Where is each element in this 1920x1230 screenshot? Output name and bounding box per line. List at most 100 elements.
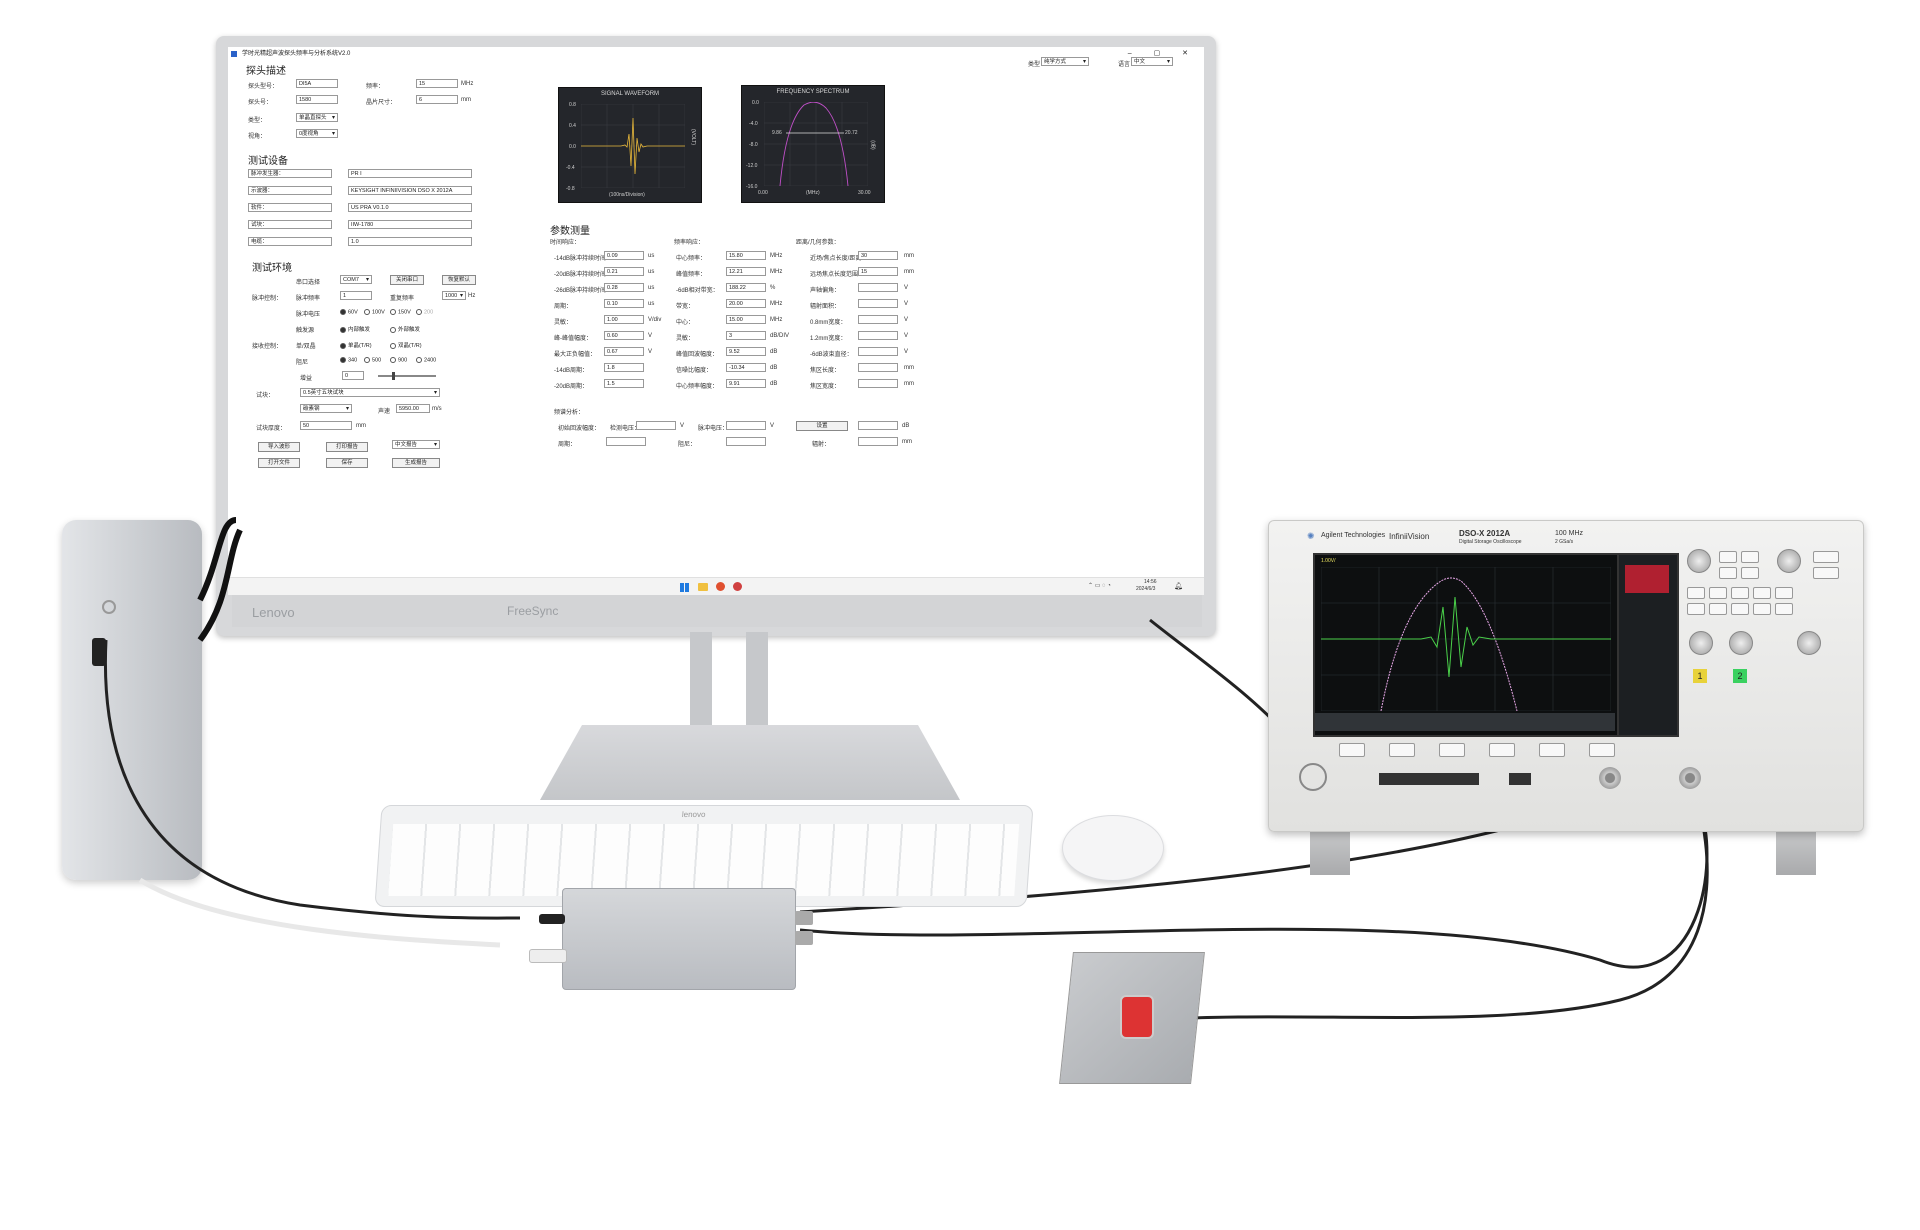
thickness-field[interactable]: 50 [300,421,352,430]
gain-slider[interactable] [378,372,436,380]
probe-type-select[interactable]: 单晶直探头 [296,113,338,122]
distance-param-value[interactable] [858,315,898,324]
probe-serial-field[interactable]: 1580 [296,95,338,104]
crystal-size-field[interactable]: 6 [416,95,458,104]
voltage-60v-radio[interactable]: 60V [340,309,358,315]
gain-slider-handle[interactable] [392,372,395,380]
distance-param-value[interactable] [858,347,898,356]
softkey-4[interactable] [1489,743,1515,757]
probe-view-select[interactable]: 0度视角 [296,129,338,138]
scope-button[interactable] [1775,603,1793,615]
scope-button[interactable] [1687,603,1705,615]
language-select[interactable]: 中文 [1131,57,1173,66]
print-report-button[interactable]: 打印报告 [326,442,368,452]
equipment-value-0[interactable]: PR I [348,169,472,178]
report-lang-select[interactable]: 中文报告 [392,440,440,449]
horizontal-knob[interactable] [1687,549,1711,573]
scope-button[interactable] [1687,587,1705,599]
ch1-scale-knob[interactable] [1689,631,1713,655]
distance-param-value[interactable]: 30 [858,251,898,260]
close-port-button[interactable]: 关闭串口 [390,275,424,285]
scope-power-icon[interactable] [1299,763,1327,791]
save-button[interactable]: 保存 [326,458,368,468]
settings-button[interactable]: 设置 [796,421,848,431]
softkey-5[interactable] [1539,743,1565,757]
velocity-field[interactable]: 5950.00 [396,404,430,413]
distance-param-value[interactable] [858,363,898,372]
damping-340-radio[interactable]: 340 [340,357,357,363]
radiation-field[interactable] [858,437,898,446]
extra-db-field[interactable] [858,421,898,430]
time-param-value[interactable]: 0.10 [604,299,644,308]
generate-report-button[interactable]: 生成报告 [392,458,440,468]
file-explorer-icon[interactable] [698,583,708,591]
scope-button[interactable] [1709,587,1727,599]
time-param-value[interactable]: 1.8 [604,363,644,372]
scope-button[interactable] [1753,587,1771,599]
power-button-icon[interactable] [102,600,116,614]
app-icon-1[interactable] [716,582,725,591]
freq-param-value[interactable]: 9.52 [726,347,766,356]
notification-bell-icon[interactable]: 🔔︎ [1174,583,1183,590]
app-icon-2[interactable] [733,582,742,591]
freq-param-value[interactable]: 188.22 [726,283,766,292]
equipment-value-4[interactable]: 1.0 [348,237,472,246]
time-param-value[interactable]: 0.09 [604,251,644,260]
softkey-2[interactable] [1389,743,1415,757]
damping-900-radio[interactable]: 900 [390,357,407,363]
rep-rate-select[interactable]: 1000 [442,291,466,300]
scope-button[interactable] [1731,587,1749,599]
material-select[interactable]: 碳素钢 [300,404,352,413]
equipment-value-1[interactable]: KEYSIGHT INFINIIVISION DSO X 2012A [348,186,472,195]
damping-500-radio[interactable]: 500 [364,357,381,363]
time-param-value[interactable]: 0.60 [604,331,644,340]
damping-2400-radio[interactable]: 2400 [416,357,436,363]
softkey-6[interactable] [1589,743,1615,757]
time-param-value[interactable]: 0.21 [604,267,644,276]
window-controls[interactable]: ‒ ▢ ✕ [1127,50,1198,57]
voltage-200-radio[interactable]: 200 [416,309,433,315]
freq-param-value[interactable]: 9.91 [726,379,766,388]
trigger-level-knob[interactable] [1777,549,1801,573]
freq-param-value[interactable]: -10.34 [726,363,766,372]
time-param-value[interactable]: 1.00 [604,315,644,324]
distance-param-value[interactable] [858,331,898,340]
type-select[interactable]: 纯学方式 [1041,57,1089,66]
freq-param-value[interactable]: 12.21 [726,267,766,276]
equipment-value-3[interactable]: IIW-1780 [348,220,472,229]
probe-freq-field[interactable]: 15 [416,79,458,88]
test-block-select[interactable]: 0.5英寸五块试块 [300,388,440,397]
voltage-100v-radio[interactable]: 100V [364,309,385,315]
softkey-3[interactable] [1439,743,1465,757]
trigger-external-radio[interactable]: 外部触发 [390,325,420,333]
distance-param-value[interactable] [858,379,898,388]
tray-icons[interactable]: ⌃ ▭ ◌ ◔ [1088,583,1111,589]
freq-param-value[interactable]: 15.00 [726,315,766,324]
time-param-value[interactable]: 0.67 [604,347,644,356]
open-file-button[interactable]: 打开文件 [258,458,300,468]
channel-2-button[interactable]: 2 [1733,669,1747,683]
ch2-scale-knob[interactable] [1729,631,1753,655]
scope-button[interactable] [1719,551,1737,563]
equipment-value-2[interactable]: US PRA V0.1.0 [348,203,472,212]
scope-button[interactable] [1719,567,1737,579]
mode-single-radio[interactable]: 单晶(T/R) [340,341,372,349]
port-select[interactable]: COM7 [340,275,372,284]
scope-button[interactable] [1731,603,1749,615]
single-button[interactable] [1813,567,1839,579]
scope-button[interactable] [1753,603,1771,615]
windows-start-icon[interactable] [680,583,689,592]
distance-param-value[interactable] [858,299,898,308]
damping-result-field[interactable] [726,437,766,446]
entry-knob[interactable] [1797,631,1821,655]
run-stop-button[interactable] [1813,551,1839,563]
scope-button[interactable] [1709,603,1727,615]
scope-button[interactable] [1741,567,1759,579]
mode-dual-radio[interactable]: 双晶(T/R) [390,341,422,349]
distance-param-value[interactable]: 15 [858,267,898,276]
distance-param-value[interactable] [858,283,898,292]
softkey-1[interactable] [1339,743,1365,757]
trigger-internal-radio[interactable]: 内部触发 [340,325,370,333]
scope-button[interactable] [1741,551,1759,563]
reset-default-button[interactable]: 恢复默认 [442,275,476,285]
